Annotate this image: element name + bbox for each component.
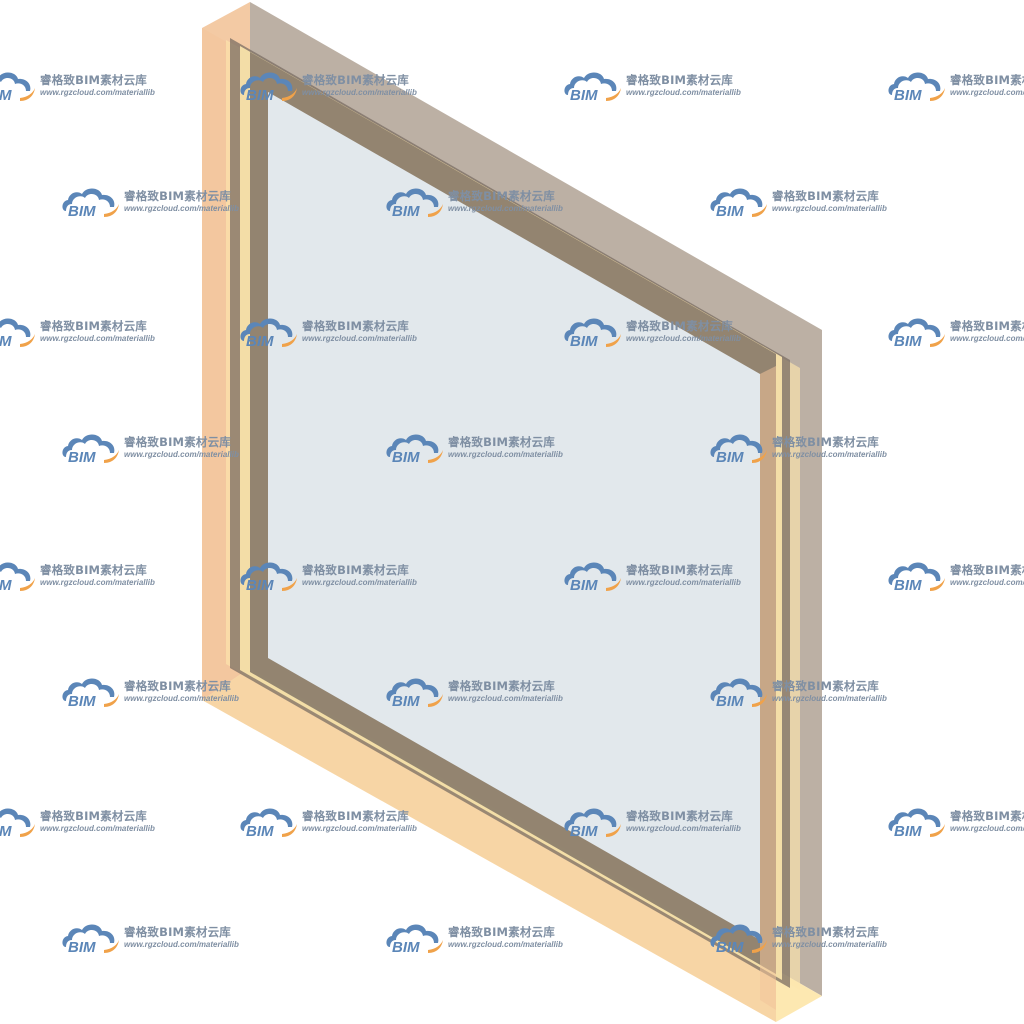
- glass-pane: [268, 92, 760, 940]
- frame-right-edge: [760, 366, 776, 1010]
